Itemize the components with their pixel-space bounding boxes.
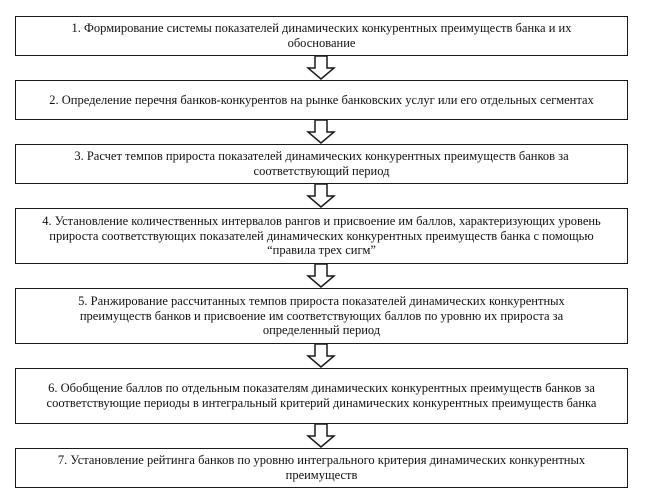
- down-arrow-icon: [306, 56, 336, 80]
- step-3-box: 3. Расчет темпов прироста показателей ди…: [15, 144, 628, 184]
- step-5-box: 5. Ранжирование рассчитанных темпов прир…: [15, 288, 628, 344]
- step-5-text: 5. Ранжирование рассчитанных темпов прир…: [78, 293, 565, 338]
- step-1-text: 1. Формирование системы показателей дина…: [71, 21, 572, 50]
- down-arrow-icon: [306, 264, 336, 288]
- down-arrow-icon: [306, 344, 336, 368]
- down-arrow-icon: [306, 424, 336, 448]
- step-2-text: 2. Определение перечня банков-конкуренто…: [49, 92, 594, 107]
- step-4-text: 4. Установление количественных интервало…: [42, 213, 601, 258]
- step-7-text: 7. Установление рейтинга банков по уровн…: [57, 453, 586, 482]
- step-1-box: 1. Формирование системы показателей дина…: [15, 16, 628, 56]
- step-4-box: 4. Установление количественных интервало…: [15, 208, 628, 264]
- down-arrow-icon: [306, 184, 336, 208]
- step-7-box: 7. Установление рейтинга банков по уровн…: [15, 448, 628, 488]
- step-3-text: 3. Расчет темпов прироста показателей ди…: [74, 149, 569, 178]
- step-2-box: 2. Определение перечня банков-конкуренто…: [15, 80, 628, 120]
- step-6-text: 6. Обобщение баллов по отдельным показат…: [46, 381, 597, 410]
- down-arrow-icon: [306, 120, 336, 144]
- step-6-box: 6. Обобщение баллов по отдельным показат…: [15, 368, 628, 424]
